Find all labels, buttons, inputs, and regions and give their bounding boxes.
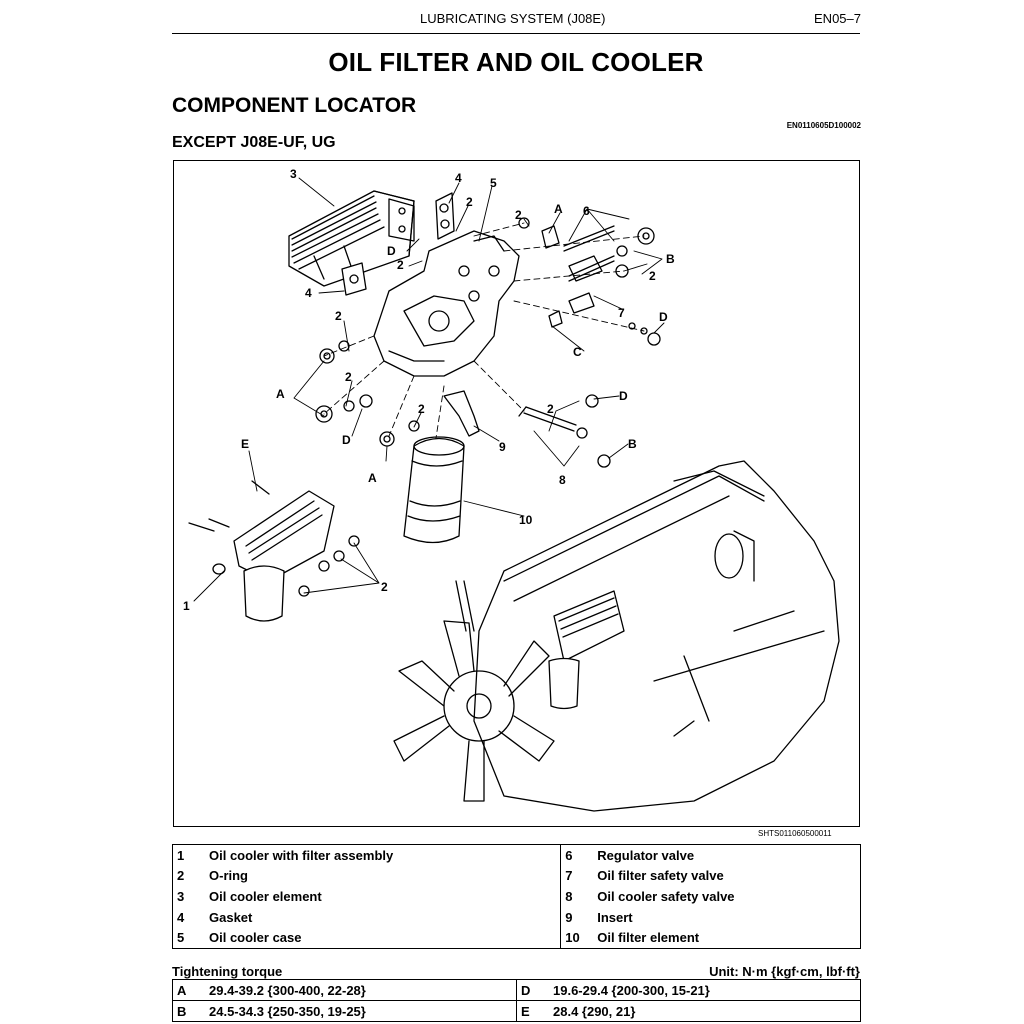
- cooling-fan-drawing: [393, 580, 555, 802]
- callout-B-b: B: [628, 437, 637, 451]
- part-label: Regulator valve: [593, 843, 862, 866]
- torque-value: 29.4-39.2 {300-400, 22-28}: [205, 979, 517, 1001]
- part-label: Oil cooler with filter assembly: [205, 843, 562, 866]
- engine-block-drawing: [473, 460, 840, 812]
- section-heading: COMPONENT LOCATOR: [172, 94, 417, 117]
- header-rule: [172, 33, 860, 34]
- page-title: OIL FILTER AND OIL COOLER: [328, 47, 704, 77]
- torque-unit: Unit: N·m {kgf·cm, lbf·ft}: [709, 964, 860, 979]
- part-number: 6: [560, 843, 594, 866]
- callout-5: 5: [490, 176, 497, 190]
- callout-B-a: B: [666, 252, 675, 266]
- oil-cooler-assembly-drawing: [212, 490, 335, 622]
- part-label: Gasket: [205, 906, 562, 928]
- doc-code: EN0110605D100002: [786, 121, 861, 130]
- callout-3: 3: [290, 167, 297, 181]
- part-number: 10: [560, 927, 594, 949]
- callout-D-d: D: [619, 389, 628, 403]
- part-number: 2: [172, 865, 205, 887]
- callout-D-a: D: [387, 244, 396, 258]
- part-label: O-ring: [205, 865, 562, 887]
- callout-2-b: 2: [397, 258, 404, 272]
- callout-D-b: D: [659, 310, 668, 324]
- callout-2-f: 2: [345, 370, 352, 384]
- part-label: Oil filter safety valve: [593, 865, 862, 887]
- torque-table: A 29.4-39.2 {300-400, 22-28} D 19.6-29.4…: [172, 979, 861, 1022]
- oil-filter-element-drawing: [403, 436, 465, 544]
- callout-A-b: A: [276, 387, 285, 401]
- table-row: A 29.4-39.2 {300-400, 22-28} D 19.6-29.4…: [172, 979, 861, 1001]
- callout-4-top: 4: [455, 171, 462, 185]
- diagram-drawing: 3 4 2 5 D 2 4 2 2 A 6 B 2 7 D C A 2 D 2 …: [183, 167, 840, 812]
- callout-6: 6: [583, 204, 590, 218]
- torque-value: 19.6-29.4 {200-300, 15-21}: [549, 979, 861, 1001]
- callout-C: C: [573, 345, 582, 359]
- parts-legend-table: 1 Oil cooler with filter assembly 6 Regu…: [172, 843, 862, 949]
- exploded-diagram: 3 4 2 5 D 2 4 2 2 A 6 B 2 7 D C A 2 D 2 …: [173, 160, 860, 827]
- callout-2-a: 2: [466, 195, 473, 209]
- callout-10: 10: [519, 513, 533, 527]
- running-head-section: LUBRICATING SYSTEM (J08E): [420, 11, 606, 26]
- callout-2-g: 2: [418, 402, 425, 416]
- callout-2-d: 2: [515, 208, 522, 222]
- torque-key: D: [516, 979, 549, 1001]
- table-row: B 24.5-34.3 {250-350, 19-25} E 28.4 {290…: [172, 1000, 861, 1022]
- torque-key: E: [516, 1000, 549, 1022]
- table-row: 1 Oil cooler with filter assembly 6 Regu…: [172, 843, 862, 866]
- table-row: 2 O-ring 7 Oil filter safety valve: [172, 865, 862, 887]
- part-number: 8: [560, 886, 594, 907]
- table-row: 5 Oil cooler case 10 Oil filter element: [172, 927, 862, 949]
- table-row: 3 Oil cooler element 8 Oil cooler safety…: [172, 886, 862, 907]
- part-label: Oil filter element: [593, 927, 862, 949]
- part-number: 5: [172, 927, 205, 949]
- callout-2-i: 2: [381, 580, 388, 594]
- callout-2-e: 2: [649, 269, 656, 283]
- part-number: 4: [172, 906, 205, 928]
- torque-key: B: [172, 1000, 205, 1022]
- part-number: 3: [172, 886, 205, 907]
- torque-key: A: [172, 979, 205, 1001]
- part-label: Oil cooler safety valve: [593, 886, 862, 907]
- part-label: Insert: [593, 906, 862, 928]
- oil-cooler-element-drawing: [288, 190, 415, 287]
- running-head-page: EN05–7: [814, 11, 861, 26]
- callout-2-c: 2: [335, 309, 342, 323]
- part-label: Oil cooler case: [205, 927, 562, 949]
- figure-code: SHTS011060500011: [758, 829, 832, 838]
- callout-7: 7: [618, 306, 625, 320]
- torque-value: 28.4 {290, 21}: [549, 1000, 861, 1022]
- callout-1: 1: [183, 599, 190, 613]
- subheading: EXCEPT J08E-UF, UG: [172, 134, 336, 151]
- callout-E: E: [241, 437, 249, 451]
- callout-4-bottom: 4: [305, 286, 312, 300]
- callout-8: 8: [559, 473, 566, 487]
- torque-value: 24.5-34.3 {250-350, 19-25}: [205, 1000, 517, 1022]
- part-label: Oil cooler element: [205, 886, 562, 907]
- callout-9: 9: [499, 440, 506, 454]
- callout-2-h: 2: [547, 402, 554, 416]
- callout-A-a: A: [554, 202, 563, 216]
- part-number: 1: [172, 843, 205, 866]
- part-number: 9: [560, 906, 594, 928]
- table-row: 4 Gasket 9 Insert: [172, 906, 862, 928]
- torque-heading: Tightening torque: [172, 964, 283, 979]
- callout-D-c: D: [342, 433, 351, 447]
- callout-A-c: A: [368, 471, 377, 485]
- part-number: 7: [560, 865, 594, 887]
